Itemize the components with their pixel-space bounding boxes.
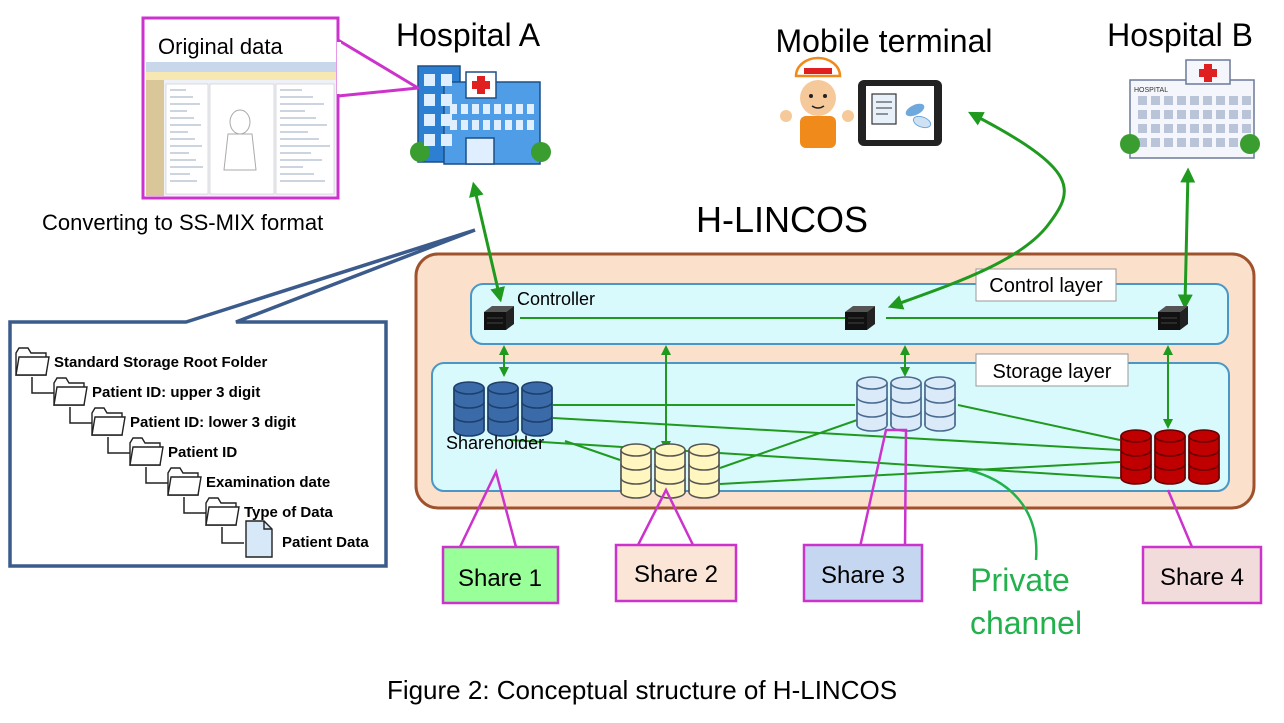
share-2-box xyxy=(614,543,738,603)
share-4-label: Share 4 xyxy=(1160,564,1244,591)
database-icon xyxy=(1120,429,1220,485)
ehr-screenshot xyxy=(146,62,336,196)
share-1-label: Share 1 xyxy=(458,565,542,592)
figure-caption: Figure 2: Conceptual structure of H-LINC… xyxy=(387,675,897,705)
database-icon xyxy=(620,443,720,499)
folder-label: Type of Data xyxy=(244,504,334,521)
share-pointers xyxy=(458,428,1194,548)
person-icon xyxy=(780,56,854,148)
private-channel-label-2: channel xyxy=(970,605,1082,641)
controller-label: Controller xyxy=(517,289,595,309)
hospital-a-link xyxy=(469,181,505,303)
folder-label: Examination date xyxy=(206,474,330,491)
storage-layer-label: Storage layer xyxy=(993,361,1112,383)
share-3-label: Share 3 xyxy=(821,562,905,589)
converting-label: Converting to SS-MIX format xyxy=(42,210,323,235)
hospital-a-icon xyxy=(410,65,551,165)
hospital-b-label: Hospital B xyxy=(1107,17,1253,53)
server-icon xyxy=(483,305,515,331)
folder-label: Patient ID: lower 3 digit xyxy=(130,414,296,431)
server-icon xyxy=(844,305,876,331)
private-channel-label-1: Private xyxy=(970,562,1070,598)
share-3-box xyxy=(802,543,924,603)
original-data-label: Original data xyxy=(158,34,284,59)
share-4-box xyxy=(1141,545,1263,605)
database-icon xyxy=(856,376,956,432)
control-layer-label: Control layer xyxy=(989,275,1103,297)
folder-label: Patient ID: upper 3 digit xyxy=(92,384,260,401)
share-2-label: Share 2 xyxy=(634,561,718,588)
hospital-sign: HOSPITAL xyxy=(1134,87,1168,94)
document-icon xyxy=(245,520,273,558)
control-layer-label-box xyxy=(975,268,1117,302)
folder-label: Patient Data xyxy=(282,534,369,551)
server-icon xyxy=(1157,305,1189,331)
storage-layer-label-box xyxy=(975,353,1129,387)
folder-label: Standard Storage Root Folder xyxy=(54,354,268,371)
mobile-terminal-label: Mobile terminal xyxy=(776,23,993,59)
shareholder-label: Shareholder xyxy=(446,433,544,453)
folder-label: Patient ID xyxy=(168,444,237,461)
private-channel-lines xyxy=(509,404,1121,485)
mobile-link xyxy=(887,111,1066,310)
system-title: H-LINCOS xyxy=(696,199,868,240)
share-1-box xyxy=(441,545,560,605)
database-icon xyxy=(453,381,553,437)
tablet-icon xyxy=(858,80,942,146)
hospital-b-link xyxy=(1177,167,1196,310)
private-channel-pointer xyxy=(967,468,1038,561)
hospital-b-icon: HOSPITAL xyxy=(1120,59,1260,159)
hospital-a-label: Hospital A xyxy=(396,17,541,53)
folder-callout xyxy=(8,228,476,568)
